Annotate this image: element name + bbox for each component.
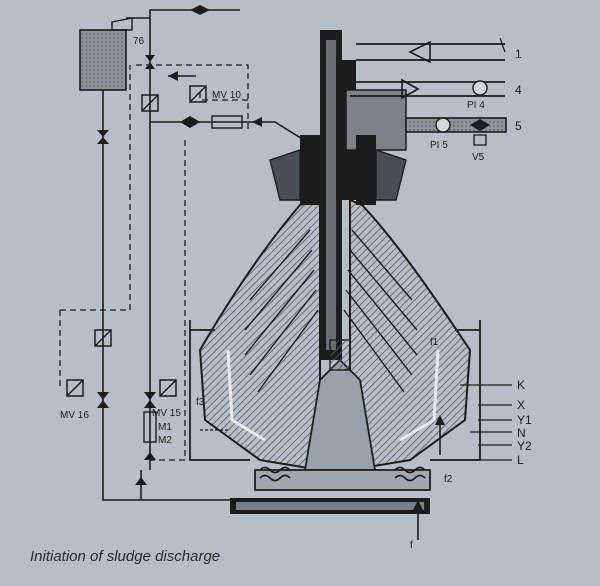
mv10-valve <box>168 71 262 129</box>
label-y1: Y1 <box>517 413 532 427</box>
control-box-mv16 <box>66 379 84 397</box>
control-box-mv15 <box>159 379 177 397</box>
figure-caption: Initiation of sludge discharge <box>30 548 221 565</box>
label-port-4: 4 <box>515 83 522 97</box>
label-pi5: PI 5 <box>430 140 448 151</box>
central-spindle <box>269 30 407 360</box>
label-tank: 76 <box>133 36 145 47</box>
mv16-valve <box>97 392 109 408</box>
label-pi4: PI 4 <box>467 100 485 111</box>
separator-bowl <box>198 198 472 472</box>
lower-cone <box>254 339 431 491</box>
label-n: N <box>517 426 526 440</box>
valve-v5 <box>470 119 490 146</box>
port-1-arrow <box>408 40 431 64</box>
water-tank <box>79 17 133 91</box>
port-5-line <box>405 117 507 133</box>
label-l: L <box>517 453 524 467</box>
bottom-channel <box>200 415 445 540</box>
label-f2: f2 <box>444 474 453 485</box>
label-x: X <box>517 398 525 412</box>
control-lines <box>59 64 249 461</box>
mv15-valve <box>144 392 156 408</box>
port-4-arrow <box>401 78 420 100</box>
right-leader-lines <box>440 37 512 461</box>
label-port-1: 1 <box>515 47 522 61</box>
label-m1: M1 <box>158 422 172 433</box>
control-box-upper <box>141 94 159 112</box>
label-f: f <box>410 540 413 551</box>
label-port-5: 5 <box>515 119 522 133</box>
label-mv10: MV 10 <box>212 90 241 101</box>
label-v5: V5 <box>472 152 485 163</box>
label-mv16: MV 16 <box>60 410 89 421</box>
label-k: K <box>517 378 525 392</box>
label-f3: f3 <box>196 397 205 408</box>
label-y2: Y2 <box>517 439 532 453</box>
control-box-mv10 <box>189 85 207 103</box>
label-mv15: MV 15 <box>152 408 181 419</box>
springs <box>259 466 426 482</box>
label-m2: M2 <box>158 435 172 446</box>
pressure-gauge-pi4 <box>472 80 488 96</box>
pressure-gauge-pi5 <box>435 117 451 133</box>
meter-m1-m2 <box>135 411 157 485</box>
control-box-left <box>94 329 112 347</box>
label-f1: f1 <box>430 337 439 348</box>
